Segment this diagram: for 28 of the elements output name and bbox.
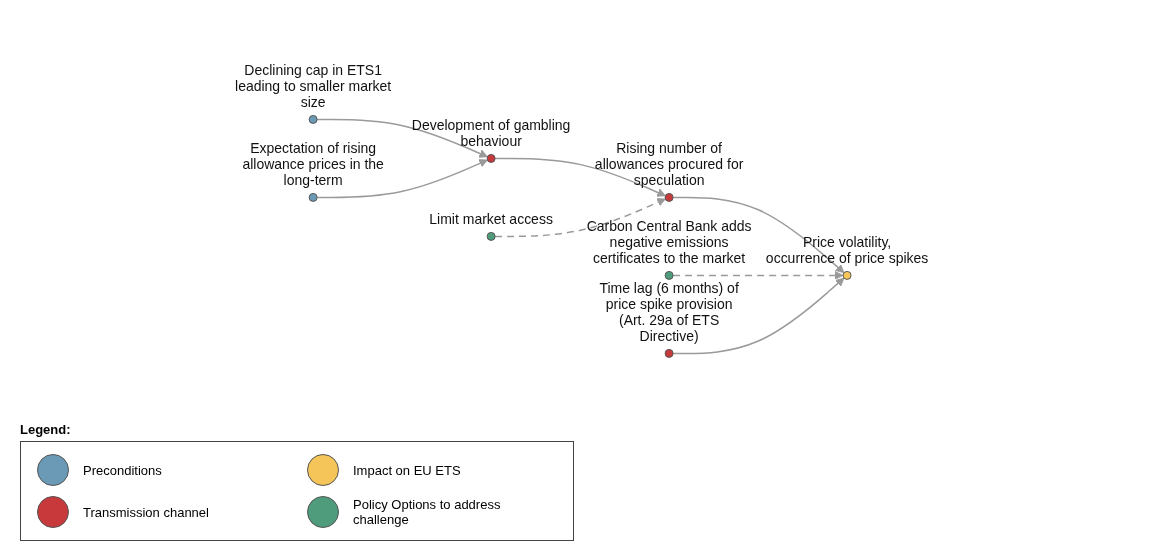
node-caption: Declining cap in ETS1 leading to smaller market size (235, 62, 392, 111)
circle-node (842, 270, 852, 280)
arrow (672, 277, 845, 354)
legend-text: Transmission channel (83, 504, 209, 520)
node-caption: Time lag (6 months) of price spike provision (Art. 29a of ETS Directive) (599, 280, 740, 345)
arrow (672, 270, 844, 280)
arrow (316, 158, 489, 198)
legend-heading: Legend: (20, 422, 71, 437)
circle-node (486, 231, 496, 241)
legend-text: Impact on EU ETS (353, 462, 461, 478)
node-caption: Expectation of rising allowance prices in the long-term (242, 140, 385, 189)
legend-text: Preconditions (83, 462, 162, 478)
circle-node (486, 153, 496, 163)
node-caption: Price volatility, occurrence of price spikes (766, 234, 929, 267)
arrow (494, 157, 667, 197)
arrow (672, 196, 845, 273)
node-caption: Limit market access (429, 211, 554, 228)
node-caption: Carbon Central Bank adds negative emissions certificates to the market (587, 218, 752, 267)
circle-node (664, 348, 674, 358)
circle-node (308, 114, 318, 124)
circle-node (664, 192, 674, 202)
node-caption: Rising number of allowances procured for speculation (595, 140, 744, 189)
arrow (316, 118, 489, 158)
circle-node (308, 192, 318, 202)
node-caption: Development of gambling behaviour (412, 117, 571, 150)
legend-text: Policy Options to address challenge (353, 497, 502, 527)
circle-node (664, 270, 674, 280)
arrow (494, 197, 667, 237)
